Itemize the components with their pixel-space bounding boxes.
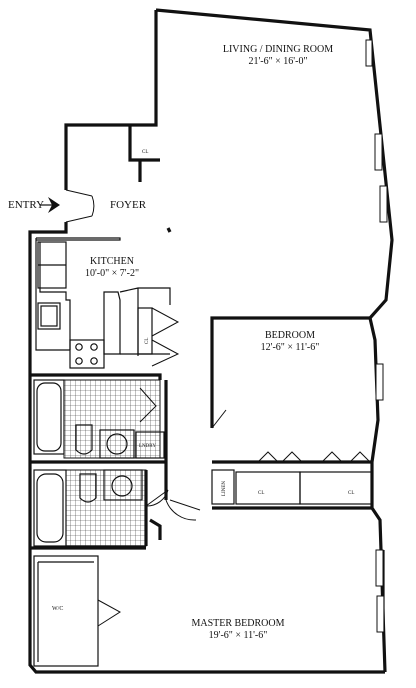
bath2-vanity [103,469,143,501]
kitchen-sink [37,302,61,330]
kitchen-name: KITCHEN [90,256,134,267]
living-room-name: LIVING / DINING ROOM [223,44,333,55]
hall-closets [149,380,373,540]
foyer-closet-label: CL [142,150,148,155]
windows [365,39,388,636]
bath1-toilet [75,424,93,455]
living-window-3 [365,39,373,67]
linen-label: LINEN [222,481,227,496]
bedroom-size: 12'-6" × 11'-6" [261,342,320,353]
outer-walls [28,8,394,674]
laundry-closet [135,431,165,459]
master-closet [299,471,373,505]
kitchen-closet-label: CL [145,338,150,344]
bedroom-closet [235,471,301,505]
master-window-1 [375,549,384,587]
entry-area [40,189,95,223]
bath1-vanity [99,429,135,459]
bath1-tub [33,379,65,455]
foyer-label: FOYER [110,199,147,211]
master-bedroom-size: 19'-6" × 11'-6" [209,630,268,641]
entry-label: ENTRY [8,199,44,211]
laundry-label: LNDRY [139,444,156,449]
entry-door [65,189,95,223]
bath-1 [30,379,166,464]
linen-closet [211,469,235,505]
master-window-2 [376,595,385,633]
kitchen-closet [137,307,153,355]
bath2-floor-tiles [65,469,147,547]
master-closet-label: CL [348,491,354,496]
living-window-2 [379,185,388,223]
bath2-tub [33,469,67,547]
bath-2 [30,469,169,550]
wic-area [33,555,121,667]
living-room-size: 21'-6" × 16'-0" [248,56,307,67]
wic-closet [33,555,99,667]
bedroom-closet-label: CL [258,491,264,496]
wic-label: W/C [52,606,63,612]
bedroom-name: BEDROOM [265,330,315,341]
kitchen-area [30,237,180,380]
bath2-toilet [79,473,97,503]
bedroom-window [375,363,384,401]
living-window-1 [374,133,383,171]
entry-arrow-icon [48,197,60,213]
kitchen-stove [69,339,105,369]
master-bedroom-name: MASTER BEDROOM [191,618,284,629]
kitchen-size: 10'-0" × 7'-2" [85,268,139,279]
